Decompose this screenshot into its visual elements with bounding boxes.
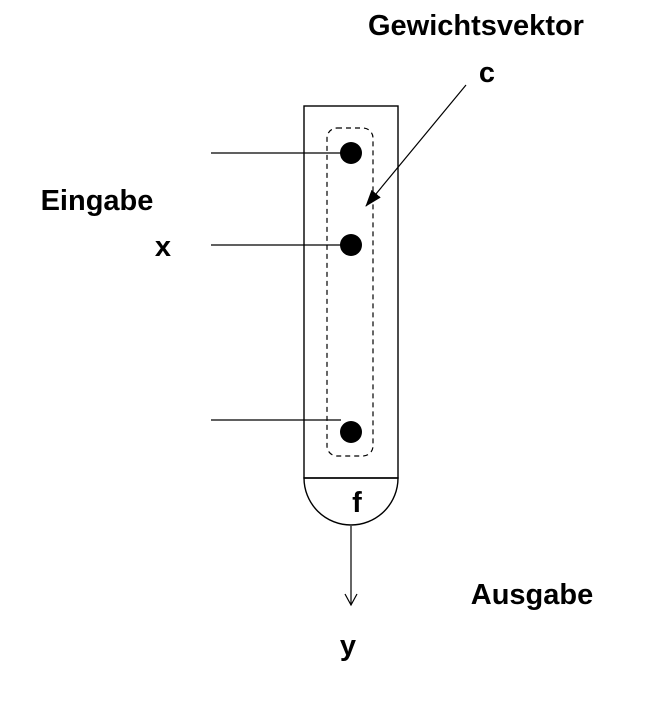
weight-vector-title: Gewichtsvektor (368, 10, 584, 42)
output-symbol: y (340, 630, 356, 662)
weight-vector-pointer-arrow (365, 84, 467, 207)
weight-node-1 (340, 142, 362, 164)
input-symbol: x (155, 231, 171, 263)
activation-symbol: f (352, 487, 362, 519)
input-title: Eingabe (41, 185, 154, 217)
weight-node-3 (340, 421, 362, 443)
weight-node-2 (340, 234, 362, 256)
output-title: Ausgabe (471, 579, 593, 611)
weight-vector-outline (326, 127, 374, 457)
activation-unit (303, 477, 399, 526)
weight-vector-symbol: c (479, 57, 495, 89)
